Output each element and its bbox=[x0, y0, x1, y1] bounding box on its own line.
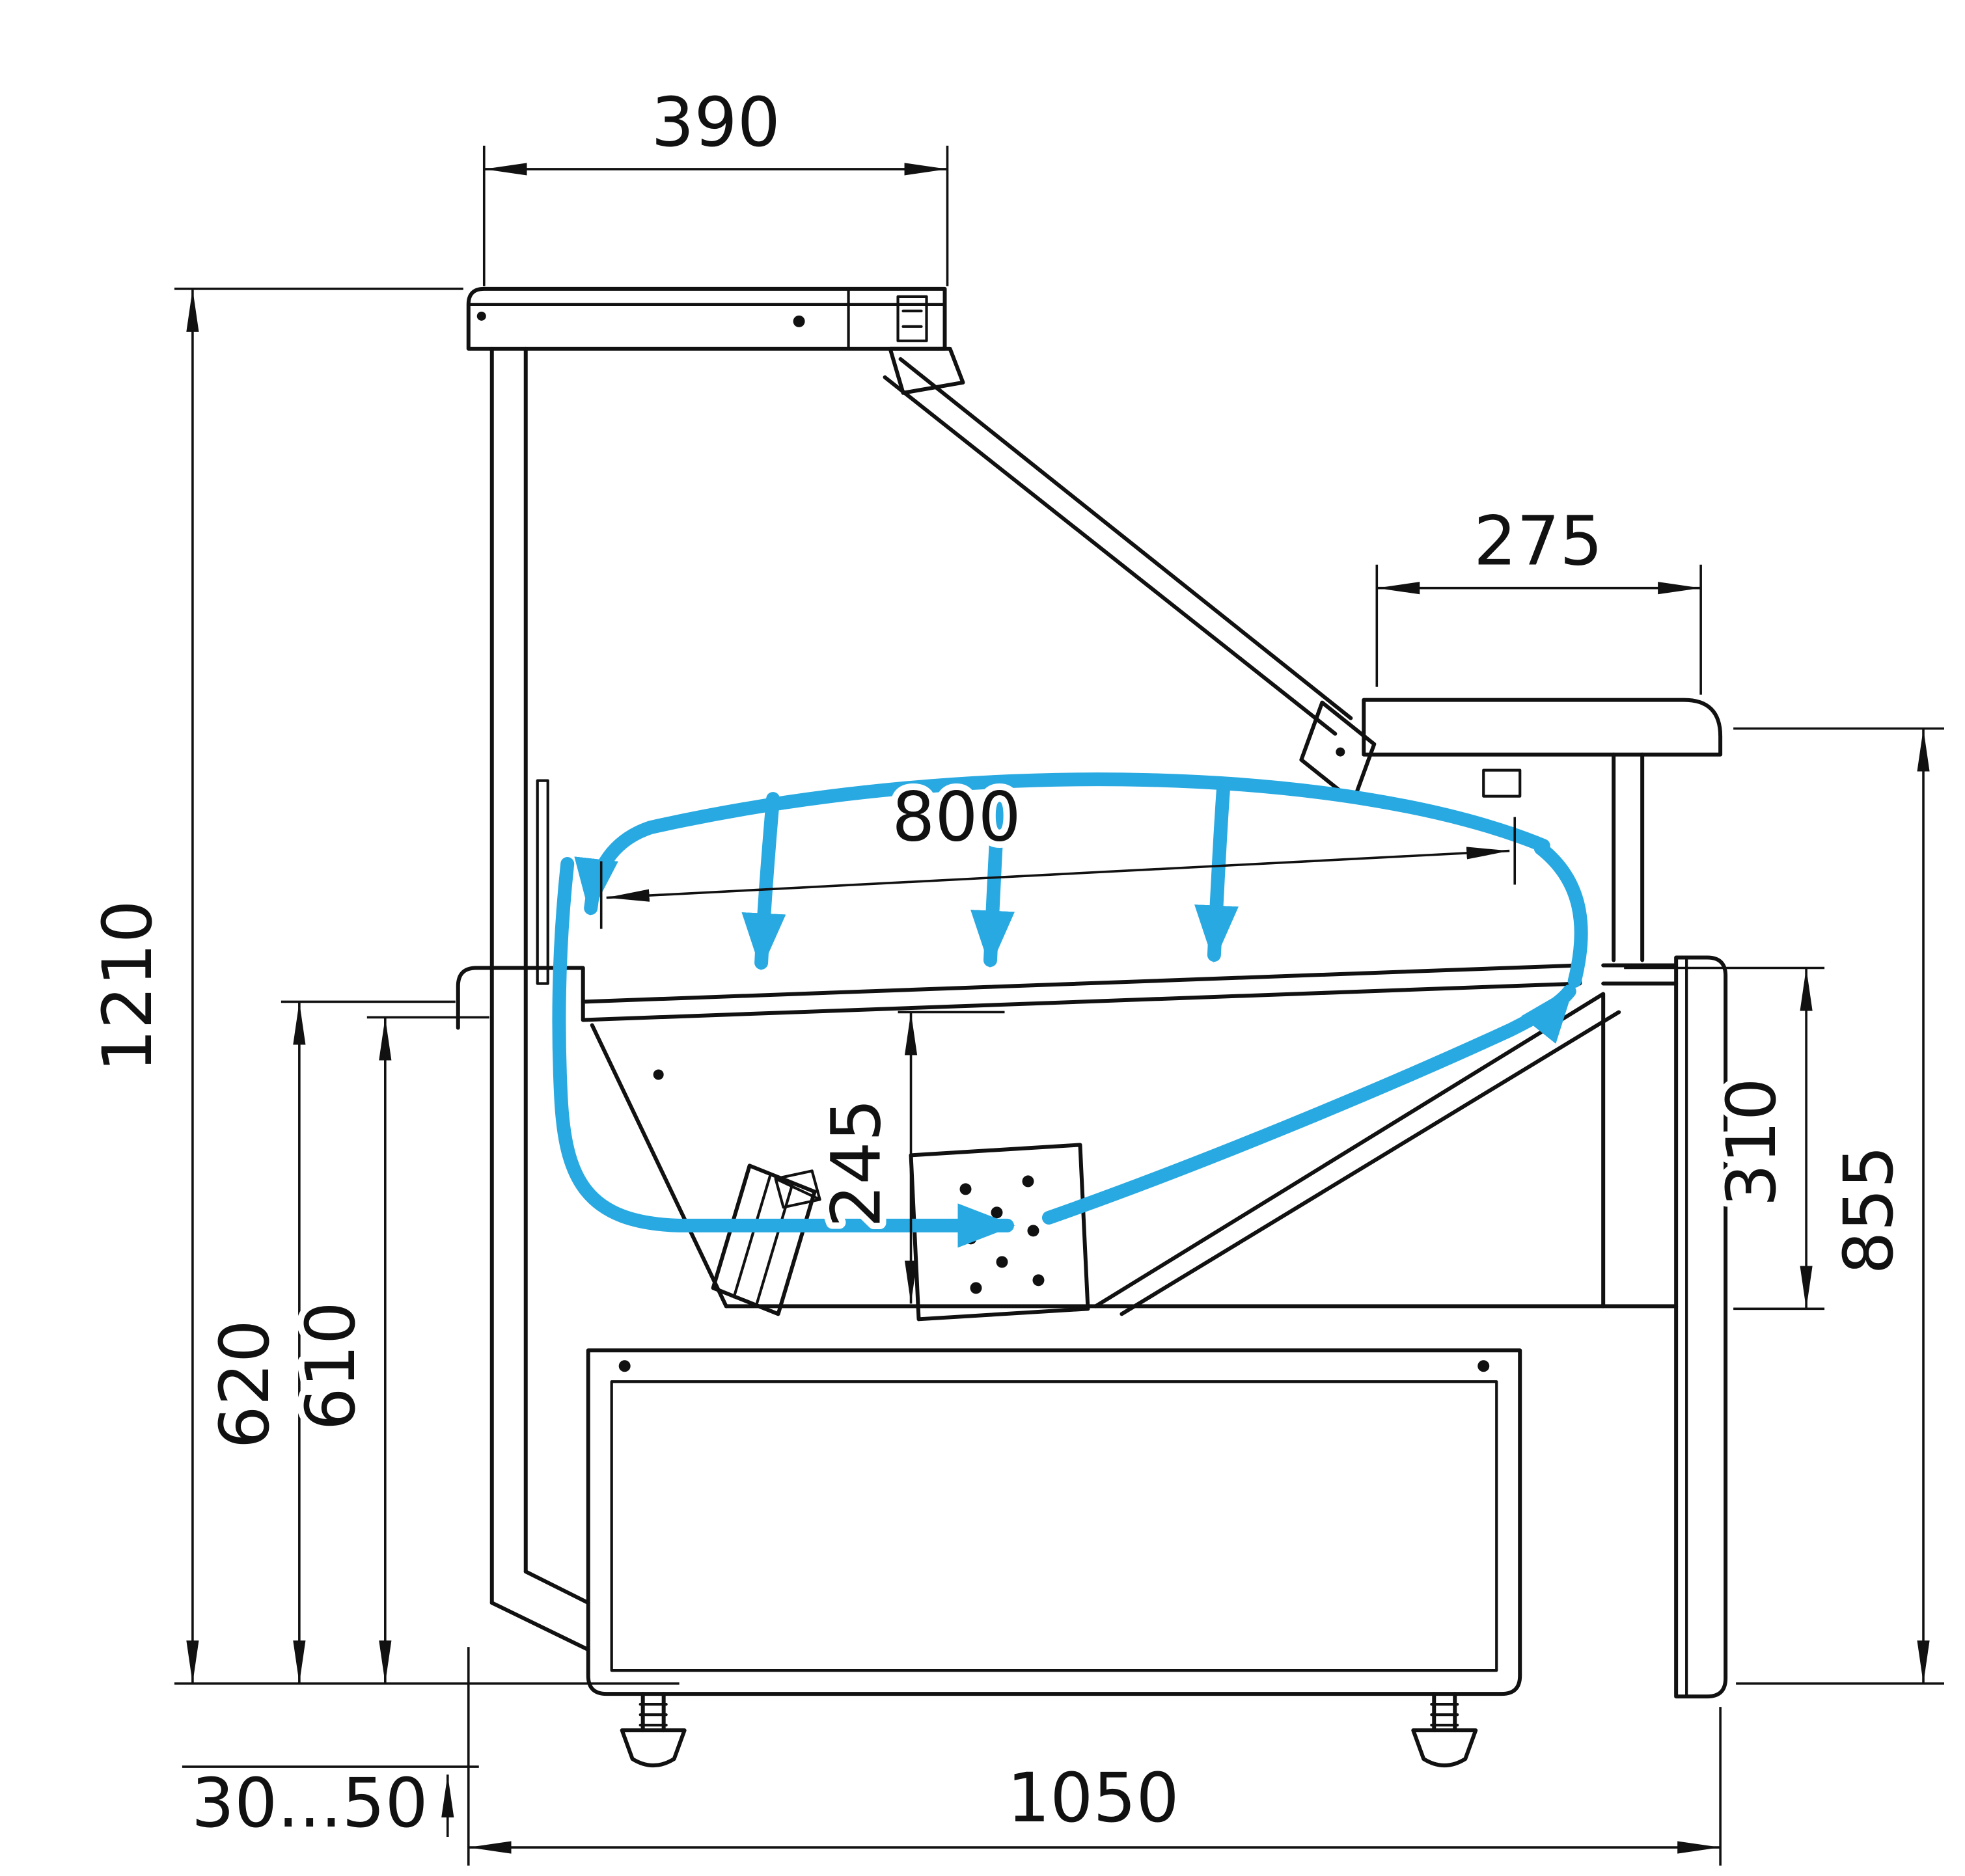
foot-pad bbox=[620, 1728, 687, 1767]
canopy-left-screw bbox=[476, 311, 486, 321]
front-panel bbox=[1674, 955, 1728, 1699]
dimension-245: 245 bbox=[811, 1011, 1005, 1304]
dimension-feet-range: 30...50 bbox=[182, 1758, 479, 1849]
dimension-620: 620 bbox=[199, 1000, 456, 1684]
plate-hole bbox=[970, 1282, 982, 1294]
extension-lines bbox=[1375, 564, 1702, 695]
evaporator-louver bbox=[711, 1163, 817, 1316]
plate-hole bbox=[965, 1232, 977, 1245]
foot-threads bbox=[1430, 1703, 1459, 1727]
canopy-lamp-detail bbox=[896, 295, 928, 342]
dimension-label: 620 bbox=[206, 1320, 284, 1448]
foot-threads bbox=[639, 1703, 668, 1727]
under-counter-walls bbox=[1612, 752, 1645, 962]
back-panel-foot bbox=[489, 1570, 590, 1652]
canopy-screw bbox=[793, 315, 805, 327]
airflow-front-riser bbox=[1041, 984, 1576, 1225]
base-outline bbox=[586, 1348, 1522, 1696]
plate-hole bbox=[959, 1183, 972, 1195]
extension-lines bbox=[1733, 727, 1945, 1685]
dimension-310: 310 bbox=[1624, 966, 1825, 1311]
base-inner bbox=[610, 1380, 1498, 1672]
dimension-label: 610 bbox=[292, 1301, 370, 1430]
foot-pad bbox=[1411, 1728, 1478, 1767]
dimension-label: 1050 bbox=[1007, 1759, 1179, 1838]
counter-bracket bbox=[1482, 768, 1522, 798]
canopy-outline bbox=[466, 286, 947, 351]
extension-lines bbox=[467, 1647, 1722, 1866]
dimension-610: 610 bbox=[285, 1016, 489, 1684]
dimension-label: 1210 bbox=[89, 900, 167, 1072]
dimension-800: 800 bbox=[599, 772, 1517, 929]
well-screw bbox=[653, 1069, 664, 1080]
display-deck bbox=[581, 963, 1582, 1022]
glass-holder-screw bbox=[1336, 747, 1345, 757]
plate-hole bbox=[1032, 1274, 1045, 1286]
dimension-275: 275 bbox=[1375, 496, 1702, 695]
leveling-foot-right bbox=[1411, 1692, 1478, 1767]
fan-box bbox=[774, 1169, 821, 1209]
extension-lines bbox=[599, 817, 1517, 929]
louver-slats bbox=[732, 1173, 794, 1308]
counter-top bbox=[1362, 698, 1723, 757]
extension-lines bbox=[1624, 966, 1825, 1311]
dimension-label: 275 bbox=[1474, 502, 1602, 581]
deck-front-link bbox=[1601, 963, 1679, 986]
dimension-line bbox=[606, 847, 1510, 902]
plate-hole bbox=[1022, 1175, 1034, 1188]
rear-glass-divider bbox=[536, 779, 549, 985]
airflow-down-3 bbox=[1194, 783, 1239, 963]
airflow-corner-link bbox=[1533, 841, 1588, 988]
dimension-855: 855 bbox=[1733, 727, 1945, 1685]
rear-top-bracket bbox=[456, 966, 585, 1030]
airflow-top-curtain bbox=[574, 772, 1550, 916]
glass-top-bracket bbox=[888, 346, 965, 395]
dimensions: 390 275 800 1210 620 610 bbox=[82, 77, 1945, 1866]
dimension-label: 245 bbox=[818, 1098, 896, 1227]
air-duct bbox=[1093, 992, 1621, 1316]
dimension-1210: 1210 bbox=[82, 288, 680, 1685]
back-panel bbox=[489, 346, 528, 1605]
plate-hole bbox=[1027, 1225, 1039, 1237]
airflow-down-1 bbox=[741, 792, 786, 971]
dimension-1050: 1050 bbox=[467, 1647, 1722, 1866]
extension-lines bbox=[482, 145, 949, 286]
dimension-label: 310 bbox=[1712, 1078, 1791, 1206]
well-left-wall bbox=[590, 1023, 728, 1309]
base-screw-left bbox=[618, 1360, 631, 1372]
front-glass bbox=[883, 357, 1353, 736]
dimension-label: 30...50 bbox=[191, 1764, 428, 1843]
plate-hole bbox=[996, 1256, 1008, 1268]
extension-lines bbox=[174, 288, 680, 1685]
dimension-label: 800 bbox=[892, 778, 1021, 857]
plate-holes bbox=[959, 1175, 1045, 1294]
case-structure bbox=[456, 286, 1728, 1767]
dimension-label: 390 bbox=[651, 83, 780, 162]
dimension-label: 855 bbox=[1830, 1145, 1908, 1274]
plate-hole bbox=[991, 1206, 1003, 1219]
base-screw-right bbox=[1477, 1360, 1490, 1372]
dimension-390: 390 bbox=[482, 77, 949, 286]
leveling-foot-left bbox=[620, 1692, 687, 1767]
airflow-rear-bottom bbox=[552, 857, 1015, 1248]
